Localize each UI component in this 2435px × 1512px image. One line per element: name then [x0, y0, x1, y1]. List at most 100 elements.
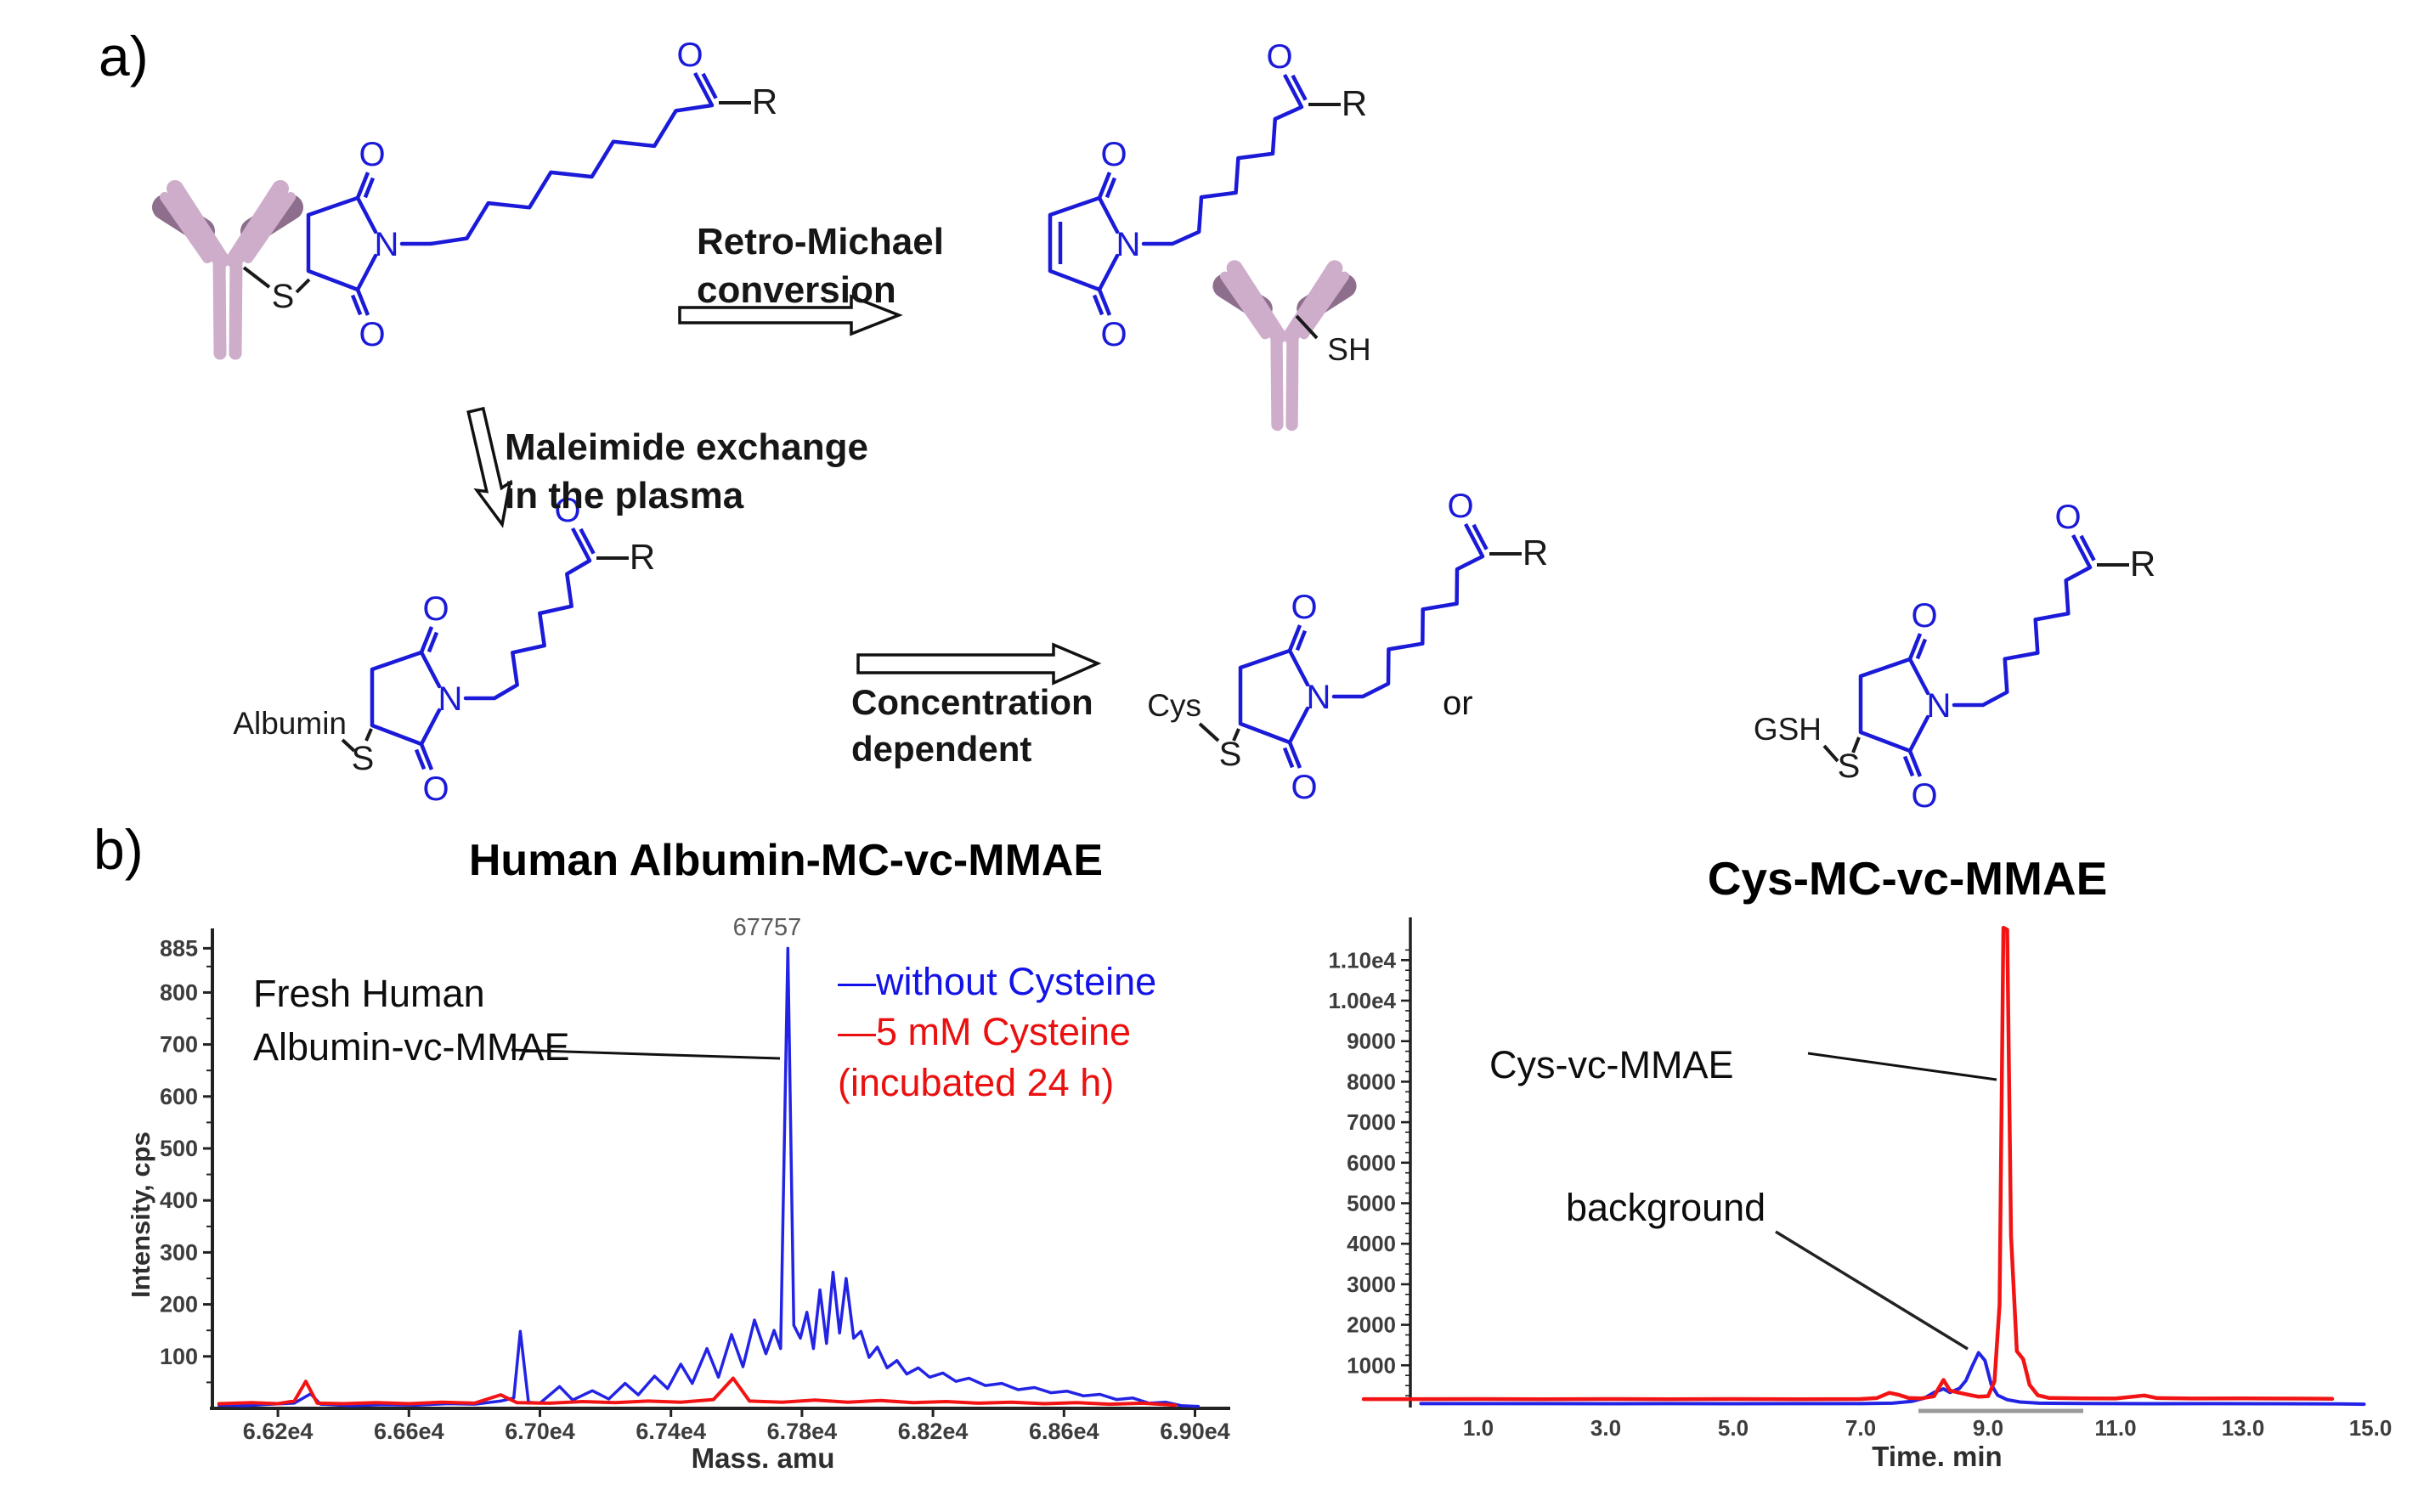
right-y-tick-label: 6000 [1347, 1150, 1396, 1176]
albumin-bond [341, 738, 356, 753]
right-y-tick-label: 2000 [1347, 1312, 1396, 1338]
atom-o-label: O [359, 316, 385, 353]
legend-without-cysteine: —without Cysteine [838, 960, 1157, 1003]
double-bond [1907, 633, 1923, 660]
trace-5mm-cysteine [217, 1376, 1178, 1408]
double-bond [1287, 742, 1302, 769]
s-bond [1851, 736, 1861, 753]
double-bond [1092, 294, 1105, 316]
double-bond [363, 177, 376, 199]
retro-michael-arrow [678, 294, 903, 336]
antibody-arm [1283, 260, 1343, 345]
double-bond [1283, 73, 1303, 109]
atom-o-label: O [1100, 136, 1127, 173]
retro-michael-caption-line1: Retro-Michael [697, 221, 944, 262]
legend-with-cysteine: —5 mM Cysteine [838, 1010, 1132, 1054]
left-x-tick-label: 6.66e4 [374, 1419, 444, 1444]
left-chart-title: Human Albumin-MC-vc-MMAE [468, 836, 1104, 885]
left-y-tick-label: 100 [160, 1344, 198, 1369]
double-bond [350, 294, 363, 316]
atom-s-label: S [1838, 748, 1861, 785]
right-x-tick-label: 13.0 [2222, 1415, 2265, 1441]
right-chart-title: Cys-MC-vc-MMAE [1707, 852, 2108, 905]
double-bond [427, 631, 439, 653]
antibody-arm [1299, 271, 1350, 340]
antibody-stem [1285, 328, 1299, 432]
antibody-arm [1219, 271, 1270, 340]
right-y-tick-label: 8000 [1347, 1069, 1396, 1094]
left-x-tick-label: 6.70e4 [505, 1419, 575, 1444]
atom-o-label: O [1266, 38, 1292, 76]
atom-n-label: N [1116, 226, 1141, 263]
double-bond [1282, 747, 1295, 769]
succinimide-ring [306, 195, 378, 292]
antibody-arm [243, 192, 296, 263]
right-x-tick-label: 5.0 [1718, 1415, 1749, 1441]
atom-s-label: S [352, 740, 375, 777]
atom-n-label: N [375, 226, 399, 263]
atom-o-label: O [422, 770, 449, 808]
double-bond [2079, 534, 2096, 561]
atom-o-label: O [1911, 777, 1937, 815]
fresh-albumin-annotation-line2: Albumin-vc-MMAE [253, 1025, 570, 1069]
panel-a-label: a) [99, 25, 149, 87]
atom-r-label: R [752, 82, 777, 121]
trace-cys-vc-mmae-red [1361, 925, 2335, 1402]
double-bond [1097, 289, 1112, 316]
atom-o-label: O [1291, 589, 1317, 626]
double-bond [1472, 523, 1489, 550]
atom-o-label: O [359, 136, 385, 173]
double-bond [419, 743, 434, 770]
left-y-tick-label: 500 [160, 1136, 198, 1161]
legend-with-cysteine-sub: (incubated 24 h) [838, 1060, 1115, 1104]
cys-label: Cys [1147, 688, 1201, 723]
antibody-stem [1270, 328, 1284, 432]
concentration-caption-line1: Concentration [851, 682, 1093, 722]
right-y-tick-label: 9000 [1347, 1029, 1396, 1054]
atom-n-label: N [438, 680, 463, 718]
atom-r-label: R [2130, 544, 2155, 584]
left-y-tick-label: 400 [160, 1188, 198, 1213]
atom-r-label: R [1342, 83, 1367, 123]
double-bond [1464, 522, 1484, 558]
or-label: or [1443, 685, 1473, 722]
s-bond [364, 728, 373, 742]
right-x-tick-label: 7.0 [1845, 1415, 1876, 1441]
atom-o-label: O [554, 492, 580, 529]
right-y-tick-label: 7000 [1347, 1109, 1396, 1135]
left-x-tick-label: 6.86e4 [1029, 1419, 1099, 1444]
s-bond [1232, 728, 1240, 742]
left-x-tick-label: 6.74e4 [636, 1419, 706, 1444]
left-x-tick-label: 6.82e4 [898, 1419, 969, 1444]
double-bond [1105, 177, 1117, 199]
double-bond [1915, 638, 1928, 660]
atom-r-label: R [1523, 533, 1548, 573]
fresh-albumin-annotation-line1: Fresh Human [253, 972, 485, 1015]
antibody-arm [1226, 260, 1286, 345]
double-bond [579, 528, 596, 555]
left-y-axis-label: Intensity, cps [126, 1131, 155, 1298]
atom-o-label: O [1100, 316, 1127, 353]
s-bond [242, 266, 271, 289]
succinimide-ring [1238, 648, 1310, 745]
right-y-tick-label: 1000 [1347, 1352, 1396, 1378]
atom-o-label: O [676, 37, 703, 74]
double-bond [693, 71, 714, 107]
sh-bond [1295, 314, 1319, 340]
right-x-axis-label: Time. min [1872, 1441, 2003, 1472]
panel-b-label: b) [93, 818, 144, 881]
right-x-tick-label: 15.0 [2349, 1415, 2393, 1441]
double-bond [355, 289, 370, 316]
left-y-tick-label: 700 [160, 1032, 198, 1058]
atom-o-label: O [1911, 597, 1937, 635]
double-bond [419, 626, 434, 653]
cys-vc-mmae-annotation: Cys-vc-MMAE [1489, 1043, 1734, 1086]
right-x-tick-label: 3.0 [1590, 1415, 1621, 1441]
maleimide-exchange-arrow [466, 406, 512, 528]
left-y-tick-label: 600 [160, 1084, 198, 1109]
left-x-tick-label: 6.62e4 [243, 1419, 314, 1444]
antibody-arm [226, 180, 289, 268]
maleimide-exchange-caption-line1: Maleimide exchange [505, 426, 868, 468]
double-bond [1907, 750, 1923, 777]
right-y-tick-label: 3000 [1347, 1272, 1396, 1297]
